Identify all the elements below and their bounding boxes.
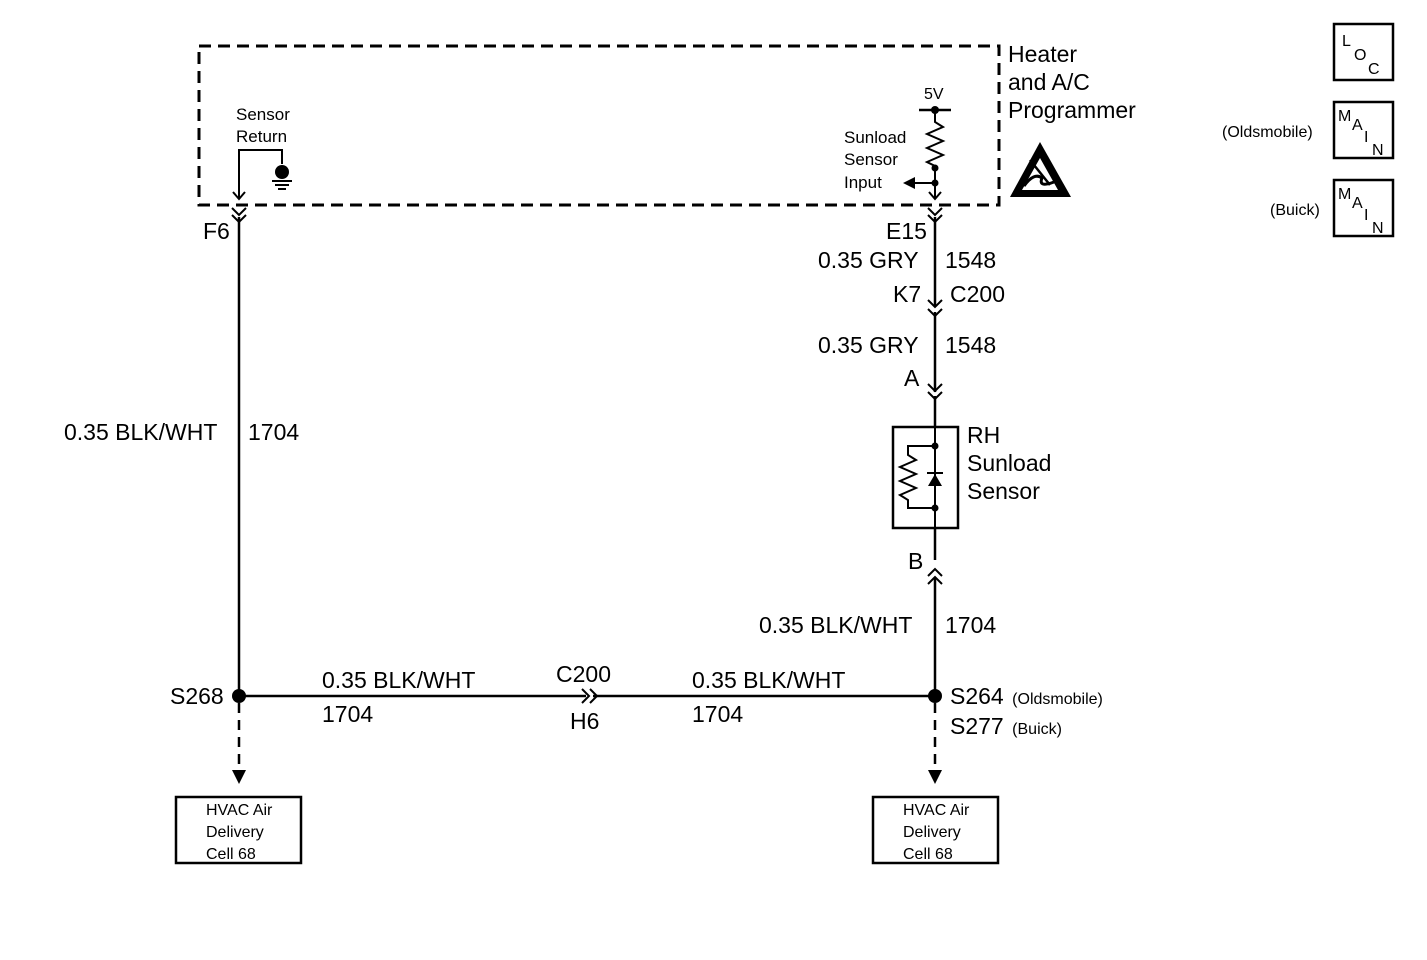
reference-right-box <box>871 795 1000 865</box>
legend-main-olds-box: M A I N <box>1332 100 1395 160</box>
sensor-return-ground-icon <box>232 149 292 201</box>
programmer-module-boundary <box>197 44 1001 207</box>
legend-loc-letter-2: O <box>1354 47 1366 64</box>
sensor-name-line-1: RH <box>967 422 1000 448</box>
splice-s264-note: (Oldsmobile) <box>1012 691 1103 708</box>
connector-c200-bottom-label: C200 <box>556 661 611 687</box>
wire-gry-lower-circuit: 1548 <box>945 332 996 358</box>
reference-left-line-2: Delivery <box>206 824 264 841</box>
rh-sunload-sensor-box <box>891 425 960 530</box>
reference-right-line-1: HVAC Air <box>903 802 970 819</box>
splice-s277-label-group: S277 (Buick) <box>950 713 1062 739</box>
reference-right-arrow <box>928 770 942 784</box>
legend-main-buick-note: (Buick) <box>1270 202 1320 219</box>
reference-left-arrow <box>232 770 246 784</box>
voltage-label: 5V <box>924 86 944 103</box>
reference-right-line-3: Cell 68 <box>903 846 953 863</box>
splice-s264-label: S264 <box>950 683 1004 709</box>
legend-main-olds-letter-3: I <box>1364 129 1368 146</box>
sensor-return-label-line-1: Sensor <box>236 105 290 124</box>
sunload-input-label-line-2: Sensor <box>844 150 898 169</box>
connector-e15-label: E15 <box>886 218 927 244</box>
connector-b-label: B <box>908 548 923 574</box>
connector-c200-right-label: C200 <box>950 281 1005 307</box>
sunload-input-label-line-3: Input <box>844 173 882 192</box>
sensor-name-line-2: Sunload <box>967 450 1051 476</box>
wire-gry-upper-gauge: 0.35 GRY <box>818 247 919 273</box>
wire-bottom-right-gauge: 0.35 BLK/WHT <box>692 667 845 693</box>
splice-s277-label: S277 <box>950 713 1004 739</box>
wire-right-lower-circuit: 1704 <box>945 612 996 638</box>
reference-right-line-2: Delivery <box>903 824 961 841</box>
wire-left-circuit: 1704 <box>248 419 299 445</box>
reference-left-line-1: HVAC Air <box>206 802 273 819</box>
connector-h6-label: H6 <box>570 708 599 734</box>
wire-gry-lower-gauge: 0.35 GRY <box>818 332 919 358</box>
sensor-return-label-line-2: Return <box>236 127 287 146</box>
sensor-name-line-3: Sensor <box>967 478 1040 504</box>
wire-bottom-right-circuit: 1704 <box>692 701 743 727</box>
pullup-resistor-icon <box>903 106 951 201</box>
legend-main-olds-note: (Oldsmobile) <box>1222 124 1313 141</box>
legend-main-buick-letter-2: A <box>1352 195 1363 212</box>
wire-bottom-left-circuit: 1704 <box>322 701 373 727</box>
reference-left-line-3: Cell 68 <box>206 846 256 863</box>
reference-left-box <box>174 795 303 865</box>
legend-main-buick-box: M A I N <box>1332 178 1395 238</box>
legend-main-olds-letter-2: A <box>1352 117 1363 134</box>
connector-f6-label: F6 <box>203 218 230 244</box>
splice-s264-label-group: S264 (Oldsmobile) <box>950 683 1103 709</box>
splice-s277-note: (Buick) <box>1012 721 1062 738</box>
esd-warning-icon <box>1010 142 1071 197</box>
sunload-input-label-line-1: Sunload <box>844 128 906 147</box>
legend-main-olds-letter-1: M <box>1338 108 1351 125</box>
wire-right-lower-gauge: 0.35 BLK/WHT <box>759 612 912 638</box>
photodiode-resistor-icon <box>897 427 943 528</box>
connector-a-label: A <box>904 365 920 391</box>
module-name-line-2: and A/C <box>1008 69 1090 95</box>
legend-main-olds-letter-4: N <box>1372 142 1384 159</box>
module-name-line-1: Heater <box>1008 41 1077 67</box>
wire-gry-upper-circuit: 1548 <box>945 247 996 273</box>
legend-loc-letter-3: C <box>1368 61 1380 78</box>
wire-bottom-left-gauge: 0.35 BLK/WHT <box>322 667 475 693</box>
legend-main-buick-letter-1: M <box>1338 186 1351 203</box>
wire-left-gauge: 0.35 BLK/WHT <box>64 419 217 445</box>
legend-loc-letter-1: L <box>1342 33 1351 50</box>
splice-s268-label: S268 <box>170 683 224 709</box>
legend-main-buick-letter-3: I <box>1364 207 1368 224</box>
connector-k7-label: K7 <box>893 281 921 307</box>
legend-loc-box: L O C <box>1332 22 1395 82</box>
module-name-line-3: Programmer <box>1008 97 1136 123</box>
legend-main-buick-letter-4: N <box>1372 220 1384 237</box>
